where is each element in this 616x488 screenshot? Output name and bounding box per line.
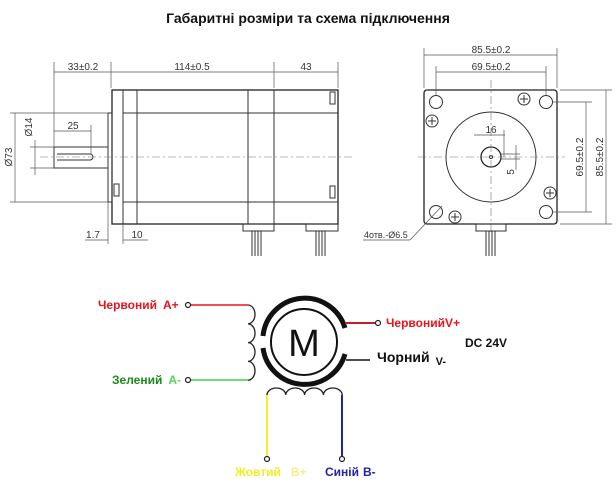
coil-a: [247, 304, 256, 381]
dim-rear: 43: [300, 62, 312, 73]
front-view: 85.5±0.2 69.5±0.2 69.5±0.2 85.5±0.2 16 5…: [363, 45, 612, 256]
supply-label: DC 24V: [465, 336, 507, 350]
dim-body-length: 114±0.5: [174, 62, 210, 73]
side-wires: [251, 231, 326, 256]
dim-flange: 1.7: [86, 230, 100, 241]
dim-shaft: 16: [485, 125, 497, 136]
dim-outer-width: 85.5±0.2: [472, 45, 511, 56]
dim-flat: 5: [506, 169, 517, 175]
mounting-holes: [429, 95, 553, 219]
dim-shaft-diameter: Ø14: [24, 117, 35, 136]
dim-front-cap: 10: [131, 230, 143, 241]
dim-shaft-length: 33±0.2: [68, 62, 99, 73]
label-v-plus: ЧервонийV+: [386, 316, 460, 330]
dim-hole-spacing-v: 69.5±0.2: [575, 137, 586, 176]
screws: [425, 92, 557, 224]
dim-outer-height: 85.5±0.2: [595, 137, 606, 176]
holes-note: 4отв.-Ø6.5: [364, 230, 408, 240]
motor-circle: [270, 308, 338, 376]
dim-hole-spacing-h: 69.5±0.2: [472, 62, 511, 73]
dim-key-length: 25: [67, 121, 79, 132]
side-view: 33±0.2 114±0.5 43 Ø73 Ø14 25 1.7 10: [4, 62, 355, 256]
coil-b: [266, 387, 343, 396]
page-title: Габаритні розміри та схема підключення: [166, 10, 450, 26]
terminals: [184, 301, 382, 463]
motor-label: M: [288, 323, 320, 365]
dim-diameter: Ø73: [4, 147, 15, 166]
